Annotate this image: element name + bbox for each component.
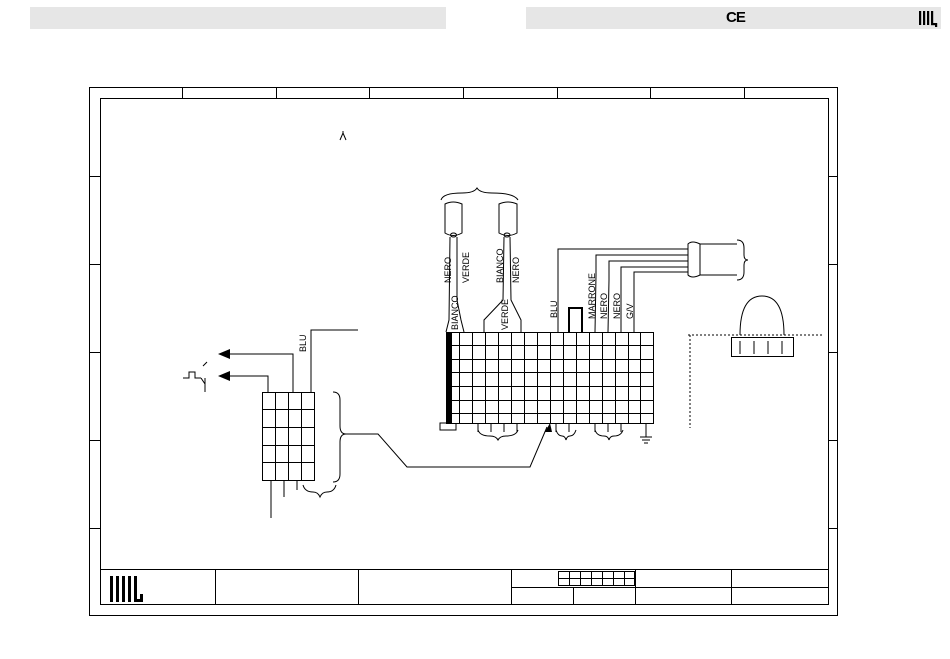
label-nero-1: NERO [443, 257, 453, 283]
outer-frame [90, 88, 838, 616]
connect-line [346, 427, 547, 467]
jumper [569, 308, 582, 332]
inner-frame [101, 99, 829, 605]
left-wire-top [311, 330, 358, 392]
left-wire-arrow1 [228, 354, 293, 392]
ground-icon [640, 423, 652, 443]
label-bianco-right: BIANCO [495, 248, 505, 283]
label-marrone: MARRONE [587, 273, 597, 319]
label-bianco-left: BIANCO [450, 295, 460, 330]
connect-brace [333, 392, 346, 482]
label-blu-left: BLU [298, 334, 308, 352]
left-terminal-block [262, 392, 315, 481]
top-brace [441, 188, 518, 200]
label-nero-3: NERO [599, 293, 609, 319]
label-nero-4: NERO [612, 293, 622, 319]
label-gv: G/V [625, 303, 635, 319]
label-nero-2: NERO [511, 257, 521, 283]
frame-ticks [89, 87, 838, 529]
small-caret-mark [340, 131, 346, 140]
label-verde-1: VERDE [461, 252, 471, 283]
title-block [100, 569, 828, 604]
right-brace [737, 240, 748, 280]
terminal-strip-black-bar [446, 332, 452, 423]
label-blu-main: BLU [549, 300, 559, 318]
title-block-logo-icon [110, 576, 143, 602]
switch-symbol [183, 362, 207, 392]
main-terminal-strip [440, 332, 654, 443]
right-sensor [688, 296, 822, 428]
left-bracket-bottom [303, 485, 336, 497]
left-wire-arrow2 [228, 376, 268, 392]
label-verde-2: VERDE [500, 299, 510, 330]
